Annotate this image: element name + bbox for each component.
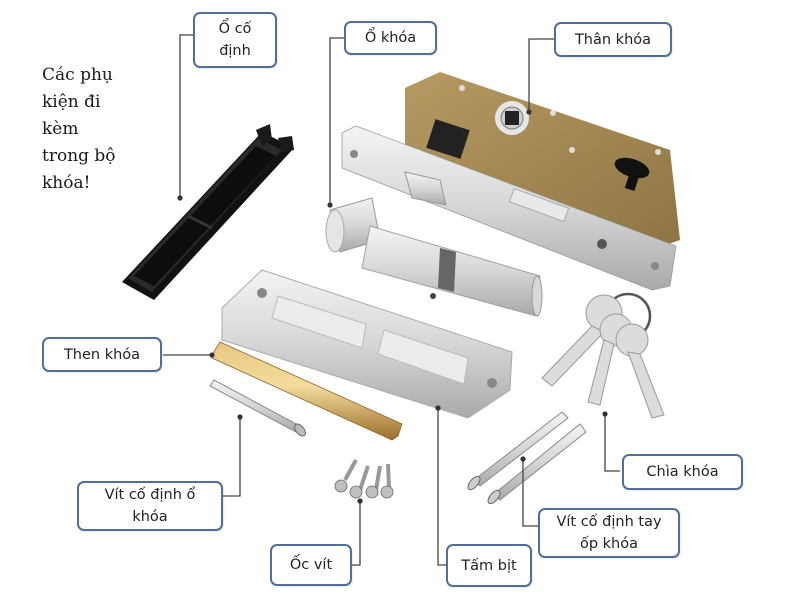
label-tam-bit: Tấm bịt	[446, 544, 532, 587]
label-chia-khoa: Chìa khóa	[622, 454, 743, 490]
small-screws-part	[334, 459, 394, 499]
label-o-khoa: Ổ khóa	[344, 21, 437, 55]
label-oc-vit: Ốc vít	[270, 544, 352, 586]
label-vit-co-dinh-o-khoa: Vít cố định ổ khóa	[77, 481, 223, 531]
cylinder-screw-part	[209, 379, 306, 437]
label-vit-co-dinh-tay-op-khoa: Vít cố định tay ốp khóa	[538, 508, 680, 558]
lock-body-part	[341, 72, 680, 291]
intro-caption: Các phụ kiện đi kèm trong bộ khóa!	[42, 65, 116, 193]
label-then-khoa: Then khóa	[42, 337, 162, 372]
label-o-co-dinh: Ổ cố định	[193, 12, 277, 68]
lock-cylinder-part	[325, 197, 543, 317]
keys-part	[541, 292, 665, 419]
label-than-khoa: Thân khóa	[554, 22, 672, 57]
handle-screws-part	[467, 411, 587, 505]
spindle-part	[211, 341, 403, 441]
black-socket-part	[122, 124, 294, 300]
cover-plate-part	[221, 269, 513, 419]
